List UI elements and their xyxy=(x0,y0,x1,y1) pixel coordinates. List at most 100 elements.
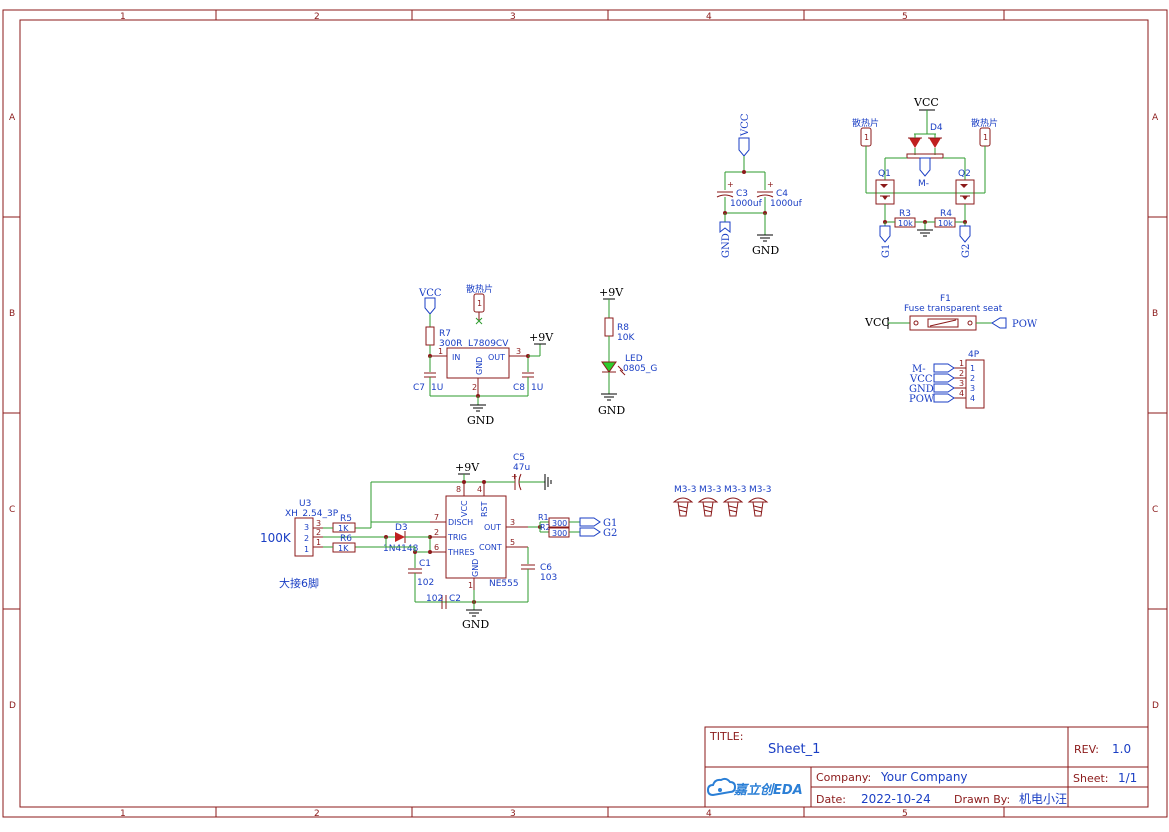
d3-diode-icon xyxy=(395,532,405,542)
conn4p-pin4: 4 xyxy=(970,394,975,403)
reg-vcc-port xyxy=(424,297,436,315)
ne555-pin-out: OUT xyxy=(484,523,501,532)
c6-ref: C6 xyxy=(540,563,552,573)
ne555-pin-gnd: GND xyxy=(471,559,480,577)
ne555-pin1: 1 xyxy=(468,581,473,590)
u3-ref: U3 xyxy=(299,499,311,509)
ne555-pin-disch: DISCH xyxy=(448,518,473,527)
timer-g2-label: G2 xyxy=(603,528,617,539)
c3-plus: + xyxy=(727,180,734,189)
conn4p-pinno2: 2 xyxy=(959,369,964,378)
r8-value: 10K xyxy=(617,333,635,343)
led-diode-icon xyxy=(601,361,617,373)
col-label-bottom-4: 4 xyxy=(706,809,712,819)
bulk-gnd-port-label: GND xyxy=(721,233,732,258)
timer-gnd-label: GND xyxy=(462,618,489,631)
company-value: Your Company xyxy=(880,770,968,784)
r2-ref: R2 xyxy=(540,523,551,532)
fuse-vcc-label: VCC xyxy=(864,316,890,329)
mosfet-stage: VCC D4 M- 散热片 1 散热片 1 Q1 xyxy=(852,96,998,258)
row-label-right-a: A xyxy=(1152,113,1159,123)
c6-value: 103 xyxy=(540,573,557,583)
row-label-left-b: B xyxy=(9,309,15,319)
led-gnd-label: GND xyxy=(598,404,625,417)
row-label-right-c: C xyxy=(1152,505,1158,515)
col-label-top-1: 1 xyxy=(120,12,126,22)
u3-pin-1: 1 xyxy=(304,545,309,554)
q2-ref: Q2 xyxy=(958,169,971,179)
screw-2-label: M3-3 xyxy=(699,485,721,495)
conn4p-net-1: M- xyxy=(912,364,926,375)
timer-9v-label: +9V xyxy=(455,461,480,474)
r4-value: 10k xyxy=(938,219,953,228)
hs-right-pin: 1 xyxy=(983,133,988,142)
ne555-pin-trig: TRIG xyxy=(447,533,467,542)
screw-1-icon xyxy=(672,497,694,517)
c7-ref: C7 xyxy=(413,383,425,393)
mounting-screws: M3-3 M3-3 M3-3 M3-3 xyxy=(672,485,771,517)
col-label-bottom-1: 1 xyxy=(120,809,126,819)
screw-1-label: M3-3 xyxy=(674,485,696,495)
drawn-by-label: Drawn By: xyxy=(954,793,1010,806)
conn4p-pinno1: 1 xyxy=(959,359,964,368)
date-label: Date: xyxy=(816,793,846,806)
ne555-part: NE555 xyxy=(489,579,519,589)
d4b-diode-icon xyxy=(929,138,941,148)
ne555-pin6: 6 xyxy=(434,543,439,552)
r4-ref: R4 xyxy=(940,209,952,219)
c3-value: 1000uf xyxy=(730,199,763,209)
fuse-ref: F1 xyxy=(940,294,951,304)
conn4p-pin2: 2 xyxy=(970,374,975,383)
conn4p-net-4: POW xyxy=(909,394,935,405)
r6-value: 1K xyxy=(338,544,349,553)
bulk-gnd-icon xyxy=(757,234,773,242)
c8-value: 1U xyxy=(531,383,543,393)
bulk-gnd-label: GND xyxy=(752,244,779,257)
c5-plus: + xyxy=(511,472,518,481)
timer-circuit: +9V C5 47u + NE555 8 4 VCC RST DISCH TRI… xyxy=(260,453,617,631)
l7809-pin1: 1 xyxy=(438,347,443,356)
reg-heatsink-pin: 1 xyxy=(477,299,482,308)
reg-gnd-label: GND xyxy=(467,414,494,427)
r5-ref: R5 xyxy=(340,514,352,524)
q1-ref: Q1 xyxy=(878,169,891,179)
fuse-value: Fuse transparent seat xyxy=(904,304,1003,314)
col-label-bottom-5: 5 xyxy=(902,809,908,819)
c1-value: 102 xyxy=(417,578,434,588)
title-block: TITLE: Sheet_1 REV: 1.0 Company: Your Co… xyxy=(704,726,1149,808)
no-connect-icon xyxy=(475,317,483,325)
ne555-pin3: 3 xyxy=(510,518,515,527)
r7-value: 300R xyxy=(439,339,462,349)
sheet-number: 1/1 xyxy=(1118,771,1137,785)
r7-body xyxy=(425,326,435,346)
c5-value: 47u xyxy=(513,463,530,473)
timer-g1-port xyxy=(579,517,601,527)
l7809-pin-out: OUT xyxy=(488,353,505,362)
timer-g1-label: G1 xyxy=(603,518,617,529)
col-label-top-3: 3 xyxy=(510,12,516,22)
l7809-part: L7809CV xyxy=(468,339,509,349)
d4a-diode-icon xyxy=(909,138,921,148)
q2-mosfet-icon xyxy=(955,179,975,205)
screw-2-icon xyxy=(697,497,719,517)
c3-ref: C3 xyxy=(736,189,748,199)
l7809-pin2: 2 xyxy=(472,383,477,392)
ne555-pin8: 8 xyxy=(456,485,461,494)
conn4p-port-2 xyxy=(933,373,955,383)
logo-text: 嘉立创EDA xyxy=(733,782,803,798)
ne555-pin-cont: CONT xyxy=(479,543,502,552)
row-label-left-c: C xyxy=(9,505,15,515)
ne555-pin-thres: THRES xyxy=(447,548,475,557)
c8-ref: C8 xyxy=(513,383,525,393)
conn4p-port-4 xyxy=(933,393,955,403)
l7809-pin-in: IN xyxy=(452,353,460,362)
r8-ref: R8 xyxy=(617,323,629,333)
connector-4p: 4P 1 2 3 4 1 2 3 4 M- VCC GND POW xyxy=(909,350,985,409)
m-minus-port xyxy=(919,157,931,177)
pot-note: 大接6脚 xyxy=(279,576,319,590)
u3-pinno-1: 1 xyxy=(316,538,321,547)
ne555-pin-vcc: VCC xyxy=(460,500,469,517)
u3-pinno-3: 3 xyxy=(316,519,321,528)
